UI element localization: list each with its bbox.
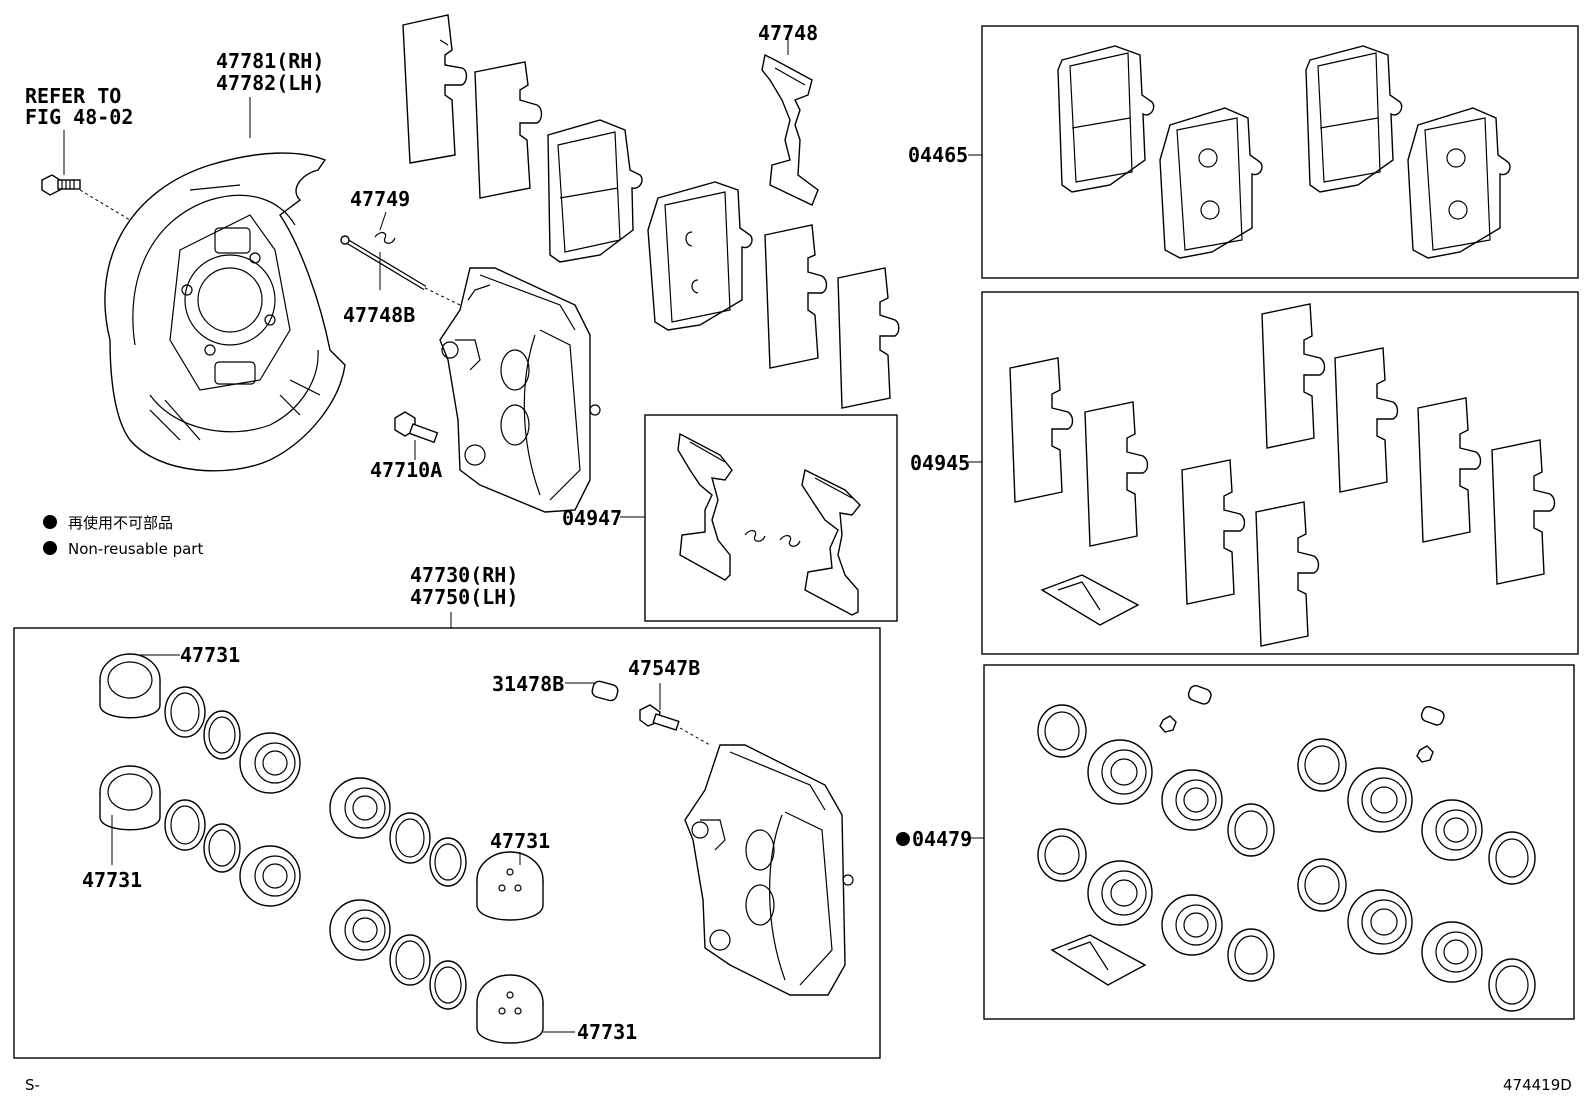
shim-upper-2 (474, 61, 543, 199)
kit-piston-4 (1161, 894, 1223, 956)
label-caliper-rh: 47730(RH) (410, 563, 518, 587)
label-shield-rh: 47781(RH) (216, 49, 324, 73)
piston-cup-4 (476, 974, 544, 1044)
brake-caliper-lower (684, 744, 854, 996)
kit-pad-3 (1305, 45, 1403, 193)
shim-upper-3 (764, 224, 828, 369)
label-piston-c: 47731 (490, 829, 550, 853)
label-spring-47748: 47748 (758, 21, 818, 45)
label-kit-04479: 04479 (912, 827, 972, 851)
shim-upper-1 (402, 14, 468, 164)
label-kit-04947: 04947 (562, 506, 622, 530)
kit-pad-1 (1057, 45, 1155, 193)
label-clip-47749: 47749 (350, 187, 410, 211)
kit-04945-box (981, 291, 1579, 655)
brake-pad-upper-2 (647, 181, 753, 331)
kit-shim-6 (1255, 501, 1320, 647)
label-cap-31478b: 31478B (492, 672, 564, 696)
label-piston-b: 47731 (82, 868, 142, 892)
brake-pad-upper-1 (547, 119, 643, 263)
label-caliper-lh: 47750(LH) (410, 585, 518, 609)
piston-cup-2 (99, 765, 161, 831)
shield-bolt (41, 174, 81, 196)
kit-04465-box (981, 25, 1579, 279)
caliper-assembly-box (13, 627, 881, 1059)
kit-shim-2 (1084, 401, 1149, 547)
piston-4 (329, 899, 391, 961)
kit-piston-5 (1347, 767, 1413, 833)
kit-pad-2 (1159, 107, 1263, 259)
caliper-bolt (394, 411, 439, 444)
piston-3 (329, 777, 391, 839)
label-refer-fig: FIG 48-02 (25, 105, 133, 129)
label-piston-d: 47731 (577, 1020, 637, 1044)
kit-shim-5 (1181, 459, 1246, 605)
legend-dot-jp (43, 515, 57, 529)
label-kit-04945: 04945 (910, 451, 970, 475)
legend-jp: 再使用不可部品 (68, 514, 173, 532)
kit-shim-8 (1491, 439, 1556, 585)
kit-shim-7 (1417, 397, 1482, 543)
label-bolt-47710a: 47710A (370, 458, 442, 482)
piston-2 (239, 845, 301, 907)
clip-47749 (374, 232, 396, 244)
non-reusable-dot-04479 (896, 832, 910, 846)
anti-rattle-spring-kit-2 (801, 468, 861, 616)
kit-piston-8 (1421, 921, 1483, 983)
kit-shim-4 (1334, 347, 1399, 493)
kit-pad-4 (1407, 107, 1511, 259)
label-kit-04465: 04465 (908, 143, 968, 167)
kit-piston-1 (1087, 739, 1153, 805)
kit-04947-box (644, 414, 898, 622)
kit-piston-2 (1161, 769, 1223, 831)
shim-upper-4 (837, 267, 900, 409)
legend-en: Non-reusable part (68, 540, 203, 558)
bleeder-plug (639, 704, 680, 731)
kit-piston-3 (1087, 860, 1153, 926)
footer-right: 474419D (1503, 1076, 1572, 1094)
anti-rattle-spring-upper (761, 53, 819, 206)
label-pin-47748b: 47748B (343, 303, 415, 327)
piston-cup-1 (99, 653, 161, 719)
label-refer-to: REFER TO (25, 84, 121, 108)
label-shield-lh: 47782(LH) (216, 71, 324, 95)
legend-dot-en (43, 541, 57, 555)
grease-packet-1 (1040, 574, 1140, 626)
kit-shim-3 (1261, 303, 1326, 449)
brake-caliper-upper (439, 267, 601, 513)
dust-shield (104, 152, 346, 472)
label-piston-a: 47731 (180, 643, 240, 667)
kit-04479-box (983, 664, 1575, 1020)
kit-piston-6 (1421, 799, 1483, 861)
kit-piston-7 (1347, 889, 1413, 955)
grease-packet-2 (1050, 934, 1147, 986)
piston-cup-3 (476, 851, 544, 921)
label-bleeder-47547b: 47547B (628, 656, 700, 680)
guide-pin (340, 235, 427, 291)
footer-left: S- (25, 1076, 40, 1094)
anti-rattle-spring-kit-1 (677, 432, 733, 581)
kit-shim-1 (1009, 357, 1074, 503)
piston-1 (239, 732, 301, 794)
bleeder-cap (591, 680, 619, 702)
